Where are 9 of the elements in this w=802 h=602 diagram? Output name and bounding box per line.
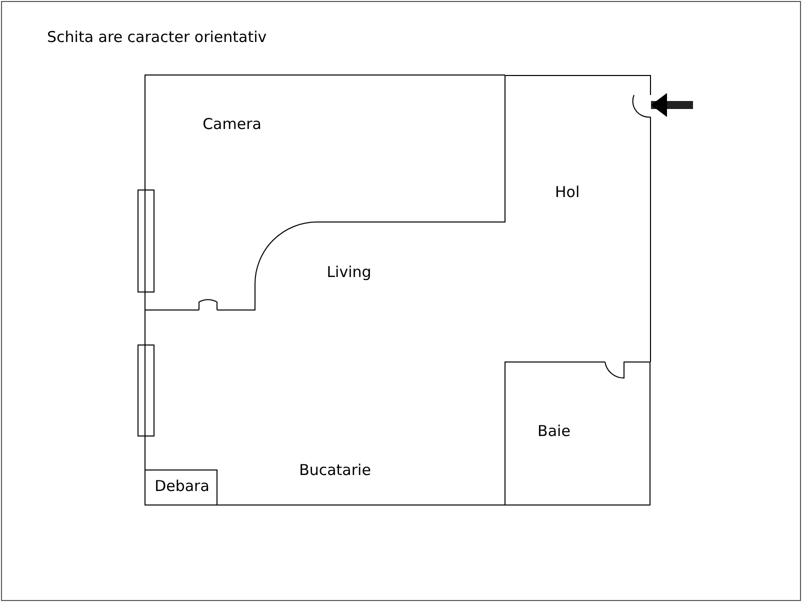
room-label: Hol — [555, 183, 580, 201]
room-label: Camera — [192, 110, 272, 138]
room-label: Bucatarie — [285, 456, 385, 484]
room-area — [505, 75, 652, 363]
note-text: Schita are caracter orientativ — [47, 28, 267, 46]
room-label: Debara — [150, 472, 214, 498]
entrance-arrow — [651, 93, 693, 117]
room-label: Living — [314, 258, 384, 286]
room-label: Baie — [524, 417, 584, 445]
